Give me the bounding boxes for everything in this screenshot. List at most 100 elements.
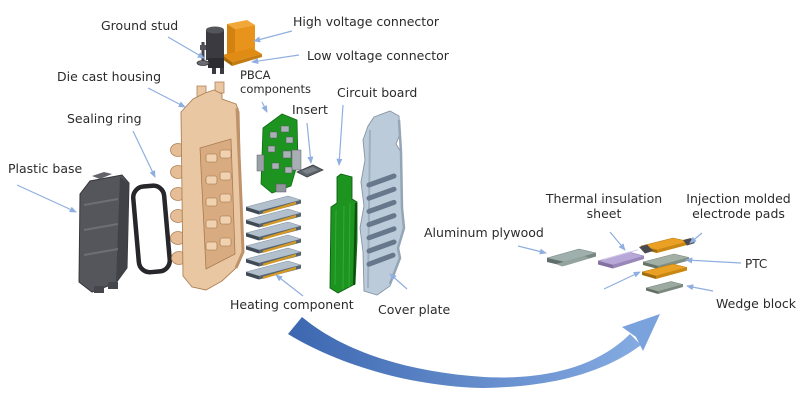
insert-top bbox=[302, 167, 318, 174]
housing-hole bbox=[205, 219, 218, 229]
insulation-highlight bbox=[602, 249, 639, 260]
circuit-board-edge bbox=[353, 202, 357, 286]
ptc-arrow bbox=[685, 257, 742, 264]
thermal-insulation-label: Thermal insulation sheet bbox=[540, 191, 668, 221]
circuit-board-arrow bbox=[336, 104, 344, 166]
high-voltage-arrow bbox=[253, 30, 293, 43]
ptc-label: PTC bbox=[745, 257, 768, 271]
pbca-side-tab bbox=[291, 149, 302, 171]
cover-plate-slot bbox=[366, 213, 397, 228]
electrode-pad-lower-arrow bbox=[603, 271, 641, 290]
electrode-end-cap bbox=[639, 244, 653, 254]
flow-arrow-head bbox=[622, 314, 660, 351]
aluminum-plywood-arrow bbox=[517, 245, 547, 255]
slat-end bbox=[246, 220, 259, 228]
housing-recess-panel bbox=[199, 138, 236, 270]
cover-plate-slot bbox=[366, 239, 397, 254]
plastic-base-foot bbox=[108, 282, 118, 289]
slat-gold-stripe bbox=[263, 201, 296, 214]
die-cast-housing-label: Die cast housing bbox=[57, 69, 162, 84]
low-voltage-connector-body bbox=[206, 30, 224, 60]
pbca-line2: components bbox=[240, 82, 312, 96]
plastic-base-side bbox=[116, 177, 129, 283]
heating-slat bbox=[245, 260, 302, 280]
insert-illustration bbox=[296, 164, 324, 178]
circuit-board-trace bbox=[342, 205, 345, 290]
electrode-pad-top-illustration bbox=[639, 237, 695, 254]
heating-component-illustration bbox=[245, 195, 302, 280]
die-cast-housing-arrow bbox=[147, 87, 186, 108]
plastic-base-illustration bbox=[78, 172, 130, 293]
pbca-chip bbox=[280, 125, 290, 133]
pbca-chip bbox=[282, 150, 292, 159]
heating-slat bbox=[245, 234, 302, 254]
aluminum-lower-layer bbox=[556, 256, 590, 267]
sealing-ring-arrow bbox=[132, 130, 156, 178]
housing-hole bbox=[219, 149, 232, 159]
connector-assembly-illustration bbox=[196, 20, 262, 74]
injection-molded-label: Injection molded electrode pads bbox=[681, 191, 796, 221]
insert-label: Insert bbox=[292, 102, 328, 117]
wedge-block-label: Wedge block bbox=[716, 296, 797, 311]
electrode-front bbox=[642, 272, 656, 279]
pbca-components-illustration bbox=[256, 113, 302, 194]
heating-component-arrow bbox=[275, 274, 304, 297]
circuit-board-label: Circuit board bbox=[337, 85, 418, 100]
low-voltage-connector-top bbox=[206, 26, 224, 34]
pbca-line1: PBCA bbox=[240, 68, 271, 82]
ground-stud-arrow bbox=[167, 36, 205, 59]
thermal-line2: sheet bbox=[586, 206, 622, 221]
pbca-chip bbox=[271, 162, 280, 170]
low-voltage-arrow bbox=[251, 54, 300, 65]
cover-plate-label: Cover plate bbox=[378, 302, 451, 317]
insulation-front bbox=[598, 261, 613, 269]
plastic-base-rib bbox=[83, 248, 119, 256]
injection-line2: electrode pads bbox=[692, 206, 785, 221]
thermal-line1: Thermal insulation bbox=[545, 191, 663, 206]
high-voltage-connector-top bbox=[227, 20, 255, 29]
housing-hole bbox=[205, 175, 218, 185]
insulation-side bbox=[613, 256, 644, 269]
electrode-side bbox=[656, 267, 687, 279]
high-voltage-label: High voltage connector bbox=[293, 14, 439, 29]
ground-stud-label: Ground stud bbox=[101, 18, 179, 33]
injection-line1: Injection molded bbox=[686, 191, 791, 206]
slat-end bbox=[246, 246, 259, 254]
pbca-arrow bbox=[261, 101, 268, 113]
housing-hole bbox=[219, 237, 232, 247]
low-voltage-connector-base bbox=[208, 58, 224, 68]
plastic-base-rib bbox=[83, 198, 119, 206]
ptc-front bbox=[643, 262, 658, 269]
housing-hole bbox=[219, 193, 232, 203]
pbca-chip bbox=[284, 166, 293, 174]
heating-component-label: Heating component bbox=[230, 297, 354, 312]
slat-end bbox=[246, 233, 259, 241]
circuit-board-trace bbox=[334, 209, 337, 286]
circuit-board-illustration bbox=[329, 173, 358, 294]
aluminum-plywood-illustration bbox=[546, 248, 597, 267]
ground-stud-hex bbox=[200, 45, 206, 50]
housing-right-edge bbox=[234, 107, 245, 269]
circuit-board-trace bbox=[348, 202, 351, 288]
connector-flange-front bbox=[222, 55, 232, 66]
cover-plate-slot bbox=[366, 173, 397, 188]
slat-end bbox=[246, 259, 259, 267]
slat-end bbox=[246, 272, 259, 280]
housing-hole bbox=[219, 171, 232, 181]
pbca-chip bbox=[285, 136, 294, 144]
slat-gold-stripe bbox=[263, 266, 296, 279]
housing-hole bbox=[205, 197, 218, 207]
pbca-side-tab bbox=[256, 154, 265, 172]
heating-slat bbox=[245, 247, 302, 267]
slat-gold-stripe bbox=[263, 227, 296, 240]
flow-arrow-band bbox=[288, 317, 641, 388]
cover-plate-slot bbox=[366, 186, 397, 201]
cover-plate-slot bbox=[366, 226, 397, 241]
slat-gold-stripe bbox=[263, 214, 296, 227]
wedge-front bbox=[646, 288, 658, 294]
housing-hole bbox=[205, 153, 218, 163]
slat-gold-stripe bbox=[263, 240, 296, 253]
slat-gold-stripe bbox=[263, 253, 296, 266]
